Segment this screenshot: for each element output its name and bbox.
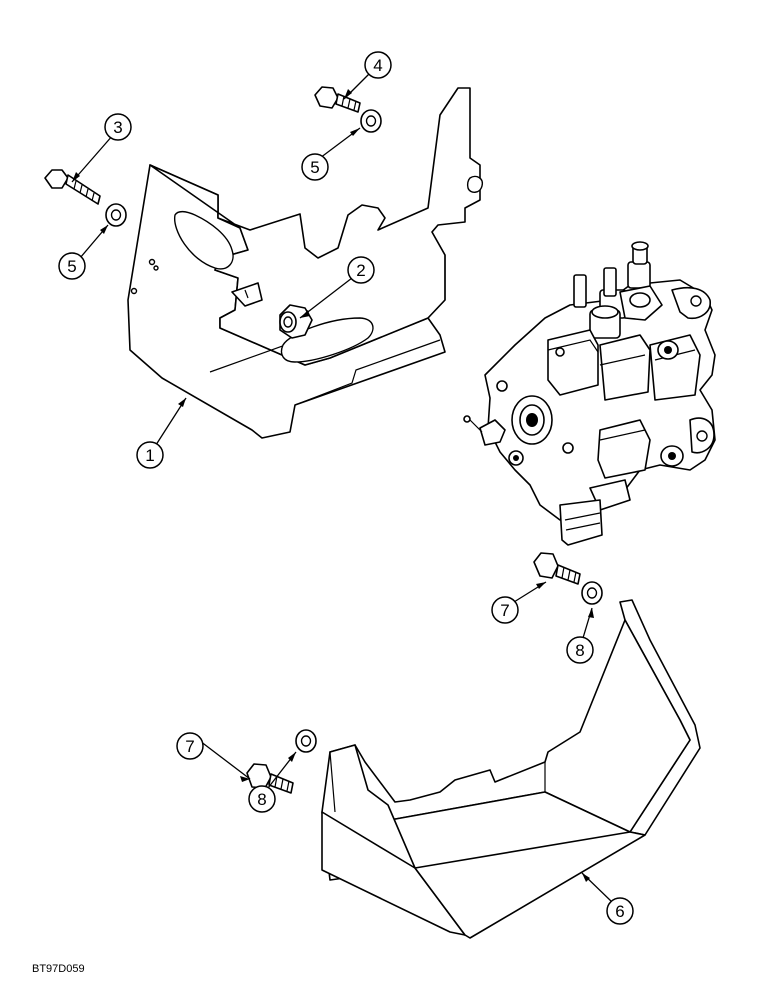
washer-icon <box>581 581 603 605</box>
washer-icon <box>295 729 317 753</box>
spacer-icon <box>279 304 313 339</box>
callout-3: 3 <box>104 113 132 141</box>
valve-guard-icon <box>321 599 701 939</box>
callout-1-label: 1 <box>145 446 154 465</box>
control-valve-icon <box>463 241 716 546</box>
callout-8-left-label: 8 <box>257 790 266 809</box>
callout-3-label: 3 <box>113 118 122 137</box>
callout-1: 1 <box>136 441 164 469</box>
mounting-bracket-icon <box>127 87 484 439</box>
figure-code: BT97D059 <box>32 963 85 975</box>
callout-2: 2 <box>347 256 375 284</box>
callout-4-label: 4 <box>373 56 382 75</box>
callout-6-label: 6 <box>615 902 624 921</box>
callout-4: 4 <box>364 51 392 79</box>
callout-8-right: 8 <box>566 636 594 664</box>
callout-7-left: 7 <box>176 732 204 760</box>
bolt-icon <box>44 169 101 205</box>
bolt-icon <box>533 552 581 585</box>
callout-6: 6 <box>606 897 634 925</box>
washer-icon <box>360 109 382 133</box>
callout-5-left: 5 <box>58 252 86 280</box>
washer-icon <box>105 203 127 227</box>
callout-5-left-label: 5 <box>67 257 76 276</box>
callout-7-right-label: 7 <box>500 601 509 620</box>
callout-7-left-label: 7 <box>185 737 194 756</box>
callout-5-top: 5 <box>301 153 329 181</box>
bolt-icon <box>314 86 361 113</box>
callout-2-label: 2 <box>356 261 365 280</box>
callout-8-left: 8 <box>248 785 276 813</box>
callout-7-right: 7 <box>491 596 519 624</box>
callout-8-right-label: 8 <box>575 641 584 660</box>
callout-5-top-label: 5 <box>310 158 319 177</box>
